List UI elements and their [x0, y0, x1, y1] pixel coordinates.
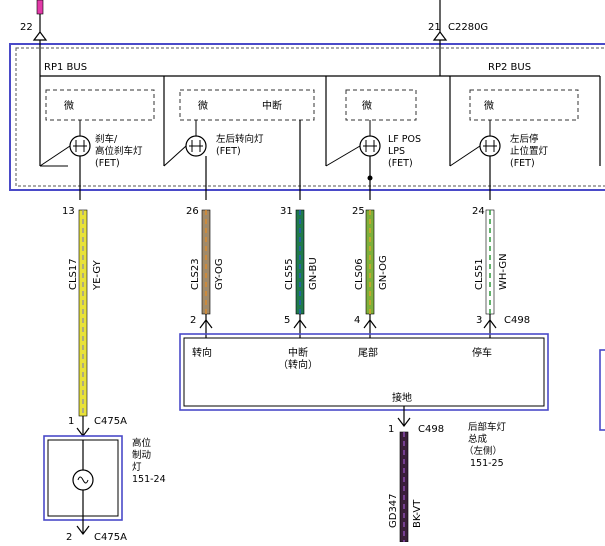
- wire-3-circuit: CLS55: [284, 258, 295, 290]
- wire-2-color: GY-OG: [214, 258, 225, 290]
- wire-4: [365, 209, 375, 315]
- lamp-name-4: 151-25: [470, 458, 504, 469]
- wire-1-color: YE-GY: [92, 259, 103, 291]
- lamp-pin-1: 2: [190, 315, 196, 326]
- micro-label-1: 微: [64, 99, 74, 112]
- wire-2-pin: 26: [186, 206, 199, 217]
- lamp-input-turn: 转向: [192, 346, 212, 359]
- high-stop-bottom-connector: C475A: [94, 532, 127, 542]
- wire-1-circuit: CLS17: [68, 258, 79, 290]
- fet-2-line2: (FET): [216, 146, 241, 157]
- fet-4-line1: 左后停: [510, 133, 539, 145]
- wire-5: [485, 209, 495, 315]
- fet-1-line1: 刹车/: [95, 133, 118, 145]
- fet-3-line3: (FET): [388, 158, 413, 169]
- ground-wire: [399, 431, 409, 543]
- micro-box-1: [45, 89, 155, 121]
- fet-switch-3: [325, 120, 381, 200]
- lamp-name-1: 后部车灯: [468, 421, 507, 433]
- high-stop-bottom-arrow: [76, 525, 90, 535]
- lamp-pin-3: 4: [354, 315, 360, 326]
- high-stop-name-3: 灯: [132, 462, 142, 473]
- fet-switch-4: [449, 120, 501, 200]
- wire-5-pin: 24: [472, 206, 485, 217]
- wire-3: [295, 209, 305, 315]
- high-stop-bottom-pin: 2: [66, 532, 72, 542]
- fet-3-line2: LPS: [388, 146, 405, 157]
- module-inner-dashed: [15, 47, 605, 187]
- lamp-input-interrupt: 中断: [288, 346, 308, 359]
- wire-1: [78, 209, 88, 417]
- top-magenta-wire: [36, 0, 44, 15]
- wire-4-pin: 25: [352, 206, 365, 217]
- right-edge-box: [599, 349, 605, 431]
- pin21-number: 21: [428, 22, 441, 33]
- lamp-ground-pin: 1: [388, 424, 394, 435]
- micro-box-4: [469, 89, 579, 121]
- fet-4-line2: 止位置灯: [510, 145, 549, 157]
- wire-3-color: GN-BU: [308, 257, 319, 290]
- lamp-name-2: 总成: [468, 433, 488, 445]
- wire-5-color: WH-GN: [498, 253, 509, 290]
- fet-4-line3: (FET): [510, 158, 535, 169]
- wire-1-pin: 13: [62, 206, 75, 217]
- lamp-input-park: 停车: [472, 346, 492, 359]
- wire-5-circuit: CLS51: [474, 258, 485, 290]
- ground-wire-circuit: GD347: [388, 493, 399, 528]
- ground-wire-color: BK-VT: [412, 499, 423, 528]
- wire-4-circuit: CLS06: [354, 258, 365, 290]
- lamp-ground-connector: C498: [418, 424, 444, 435]
- wire-2-circuit: CLS23: [190, 258, 201, 290]
- module-outer-box: [9, 43, 605, 191]
- fet-switch-1: [39, 120, 91, 200]
- pin21-connector: C2280G: [448, 22, 488, 33]
- pin21-arrow: [432, 31, 448, 41]
- micro-box-3: [345, 89, 417, 121]
- high-stop-name-1: 高位: [132, 437, 152, 449]
- lamp-ground-arrow: [397, 417, 411, 427]
- high-stop-name-2: 制动: [132, 449, 151, 461]
- fet-1-line3: (FET): [95, 158, 120, 169]
- high-stop-top-pin: 1: [68, 416, 74, 427]
- micro-label-3: 微: [362, 99, 372, 112]
- interrupt-label: 中断: [262, 99, 282, 112]
- lamp-ground-label: 接地: [392, 391, 412, 404]
- fet-1-line2: 高位刹车灯: [95, 145, 143, 157]
- lamp-connector: C498: [504, 315, 530, 326]
- high-stop-top-connector: C475A: [94, 416, 127, 427]
- lamp-input-tail: 尾部: [358, 346, 378, 359]
- micro-label-2: 微: [198, 99, 208, 112]
- pin22-number: 22: [20, 22, 33, 33]
- lamp-assembly-outer: [179, 333, 549, 411]
- lamp-pin-2: 5: [284, 315, 290, 326]
- wire-2: [201, 209, 211, 315]
- lamp-assembly-inner: [183, 337, 545, 407]
- lamp-name-3: （左侧）: [464, 445, 502, 457]
- pin22-arrow: [32, 31, 48, 41]
- lamp-input-interrupt-sub: （转向）: [278, 358, 318, 371]
- micro-box-2: [179, 89, 315, 121]
- micro-label-4: 微: [484, 99, 494, 112]
- wire-3-pin: 31: [280, 206, 293, 217]
- fet-switch-2: [163, 120, 207, 200]
- lamp-pin-4: 3: [476, 315, 482, 326]
- fet-3-line1: LF POS: [388, 134, 421, 145]
- fet-2-line1: 左后转向灯: [216, 133, 264, 145]
- high-stop-name-4: 151-24: [132, 474, 166, 485]
- wire-4-color: GN-OG: [378, 255, 389, 290]
- bus-right-label: RP2 BUS: [488, 62, 531, 73]
- bus-left-label: RP1 BUS: [44, 62, 87, 73]
